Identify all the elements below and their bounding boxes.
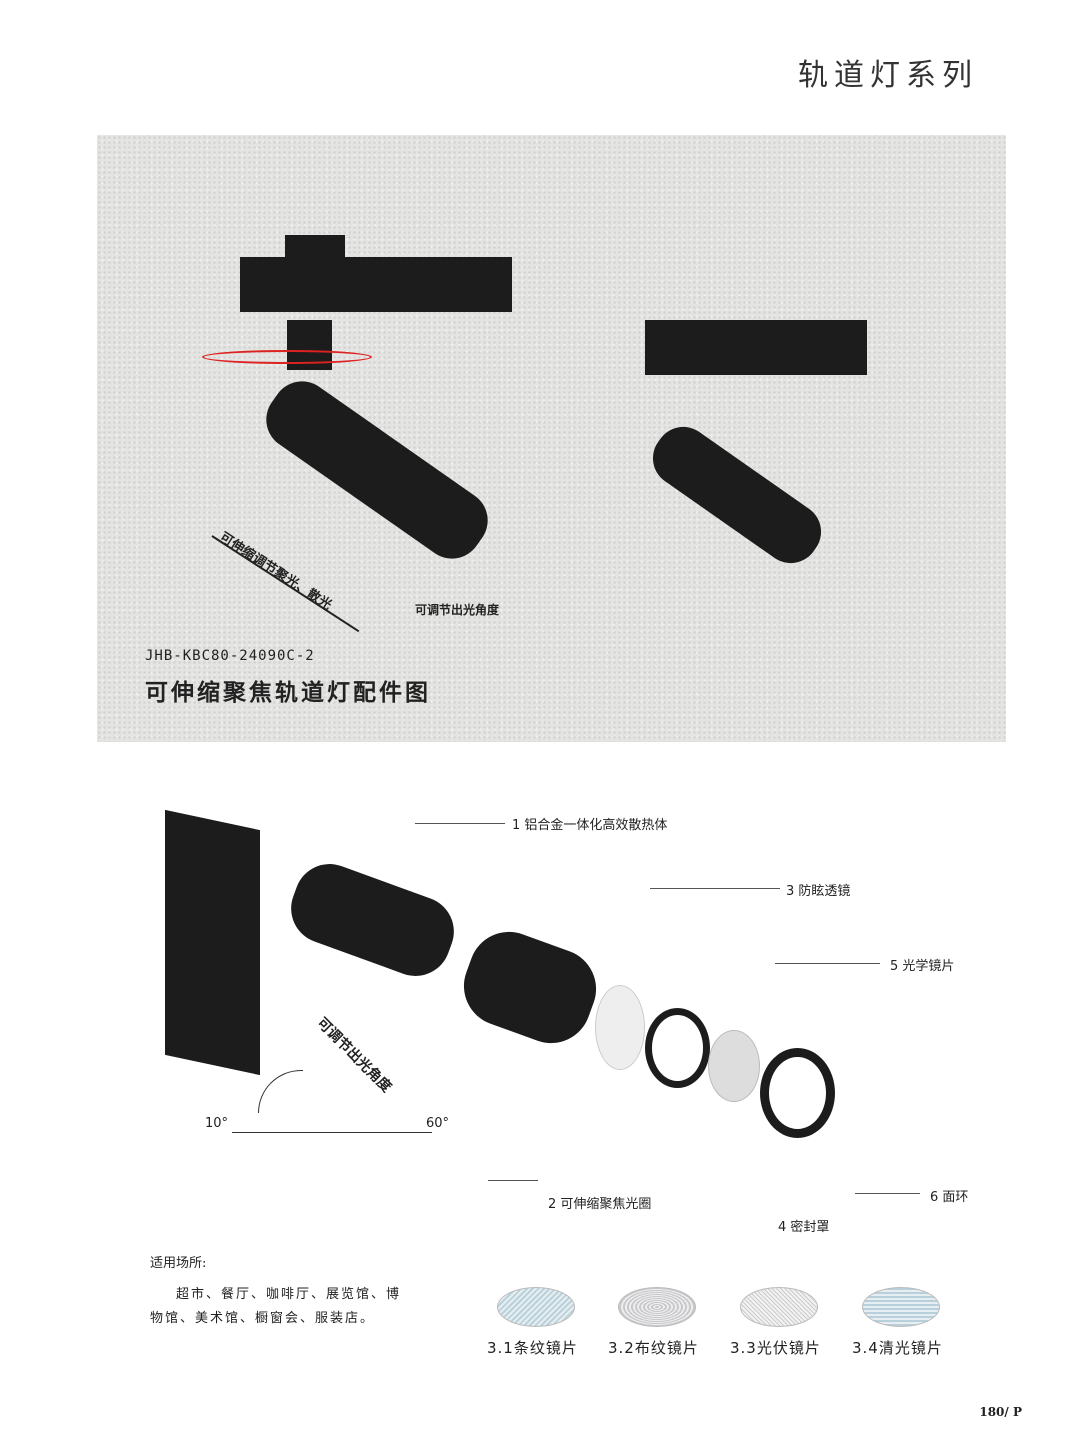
anti-glare-lens: [595, 985, 645, 1070]
product-photo: 可伸缩调节聚光、散光 可调节出光角度 JHB-KBC80-24090C-2 可伸…: [97, 135, 1006, 742]
application-heading: 适用场所:: [150, 1256, 207, 1271]
angle-min: 10°: [205, 1116, 229, 1131]
lens-fabric: [618, 1287, 696, 1327]
angle-max: 60°: [426, 1116, 450, 1131]
lens-label-3: 3.3光伏镜片: [730, 1339, 821, 1357]
part-1-label: 1 铝合金一体化高效散热体: [512, 818, 668, 833]
seal-cover: [645, 1008, 710, 1088]
page-number: 180/ P: [979, 1405, 1022, 1419]
model-number: JHB-KBC80-24090C-2: [145, 648, 315, 664]
zoom-ring: [452, 920, 608, 1055]
angle-scale: [232, 1132, 432, 1133]
lens-clear: [862, 1287, 940, 1327]
part-3-label: 3 防眩透镜: [786, 884, 851, 899]
lens-label-4: 3.4清光镜片: [852, 1339, 943, 1357]
spotlight-body: [254, 369, 500, 571]
lens-pv: [740, 1287, 818, 1327]
angle-icon: [258, 1070, 303, 1113]
part-2-label: 2 可伸缩聚焦光圈: [548, 1197, 652, 1212]
lens-striped: [497, 1287, 575, 1327]
part-4-label: 4 密封罩: [778, 1220, 830, 1235]
part-5-label: 5 光学镜片: [890, 959, 955, 974]
angle-label: 可调节出光角度: [313, 1015, 395, 1096]
series-title: 轨道灯系列: [798, 58, 978, 93]
track-adapter-diagram: [165, 809, 260, 1076]
face-ring: [760, 1048, 835, 1138]
track-adapter-2: [645, 320, 867, 375]
lens-label-1: 3.1条纹镜片: [487, 1339, 578, 1357]
heatsink-body: [281, 854, 464, 986]
annotation-telescopic: 可伸缩调节聚光、散光: [216, 529, 335, 614]
spotlight-body-2: [641, 415, 833, 575]
lens-label-2: 3.2布纹镜片: [608, 1339, 699, 1357]
optical-lens: [708, 1030, 760, 1102]
part-6-label: 6 面环: [930, 1190, 969, 1205]
application-text: 超市、餐厅、咖啡厅、展览馆、博物馆、美术馆、橱窗会、服装店。: [150, 1287, 402, 1326]
track-adapter: [240, 257, 512, 312]
photo-title: 可伸缩聚焦轨道灯配件图: [145, 680, 431, 706]
annotation-angle: 可调节出光角度: [415, 603, 500, 617]
